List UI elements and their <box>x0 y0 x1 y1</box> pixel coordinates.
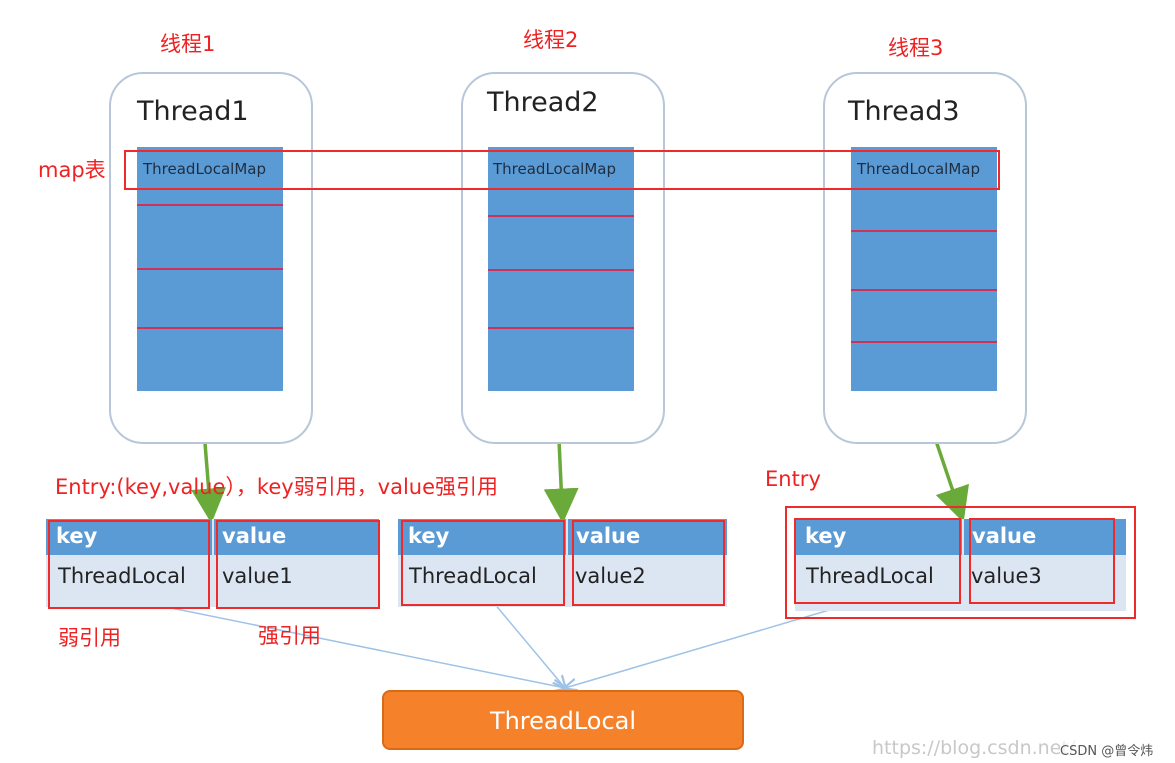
thread1-map-divider <box>137 204 283 206</box>
thread3-map-divider <box>851 230 997 232</box>
value-highlight-1 <box>216 520 380 609</box>
thread3-map-column <box>851 147 997 391</box>
thread2-map-divider <box>488 327 634 329</box>
entry-table-1-key-header: key <box>46 519 212 555</box>
thread2-map-divider <box>488 215 634 217</box>
threadlocal-box: ThreadLocal <box>382 690 744 750</box>
thread3-cn-label: 线程3 <box>888 36 944 60</box>
entry-table-3-value: value3 <box>971 564 1042 588</box>
map-table-label: map表 <box>38 158 106 182</box>
thread1-map-divider <box>137 327 283 329</box>
entry-table-2-value: value2 <box>575 564 646 588</box>
strong-ref-label: 强引用 <box>258 624 321 648</box>
thread3-map-divider <box>851 289 997 291</box>
value-highlight-3 <box>969 518 1115 604</box>
thread1-map-label: ThreadLocalMap <box>143 160 266 178</box>
entry-table-2-key: ThreadLocal <box>409 564 537 588</box>
thread3-map-label: ThreadLocalMap <box>857 160 980 178</box>
thread1-cn-label: 线程1 <box>160 32 216 56</box>
entry-highlight <box>785 506 1136 619</box>
thread2-title: Thread2 <box>487 87 599 118</box>
entry-table-2-key-header: key <box>398 519 566 555</box>
map-row-highlight <box>124 150 1000 190</box>
watermark-url: https://blog.csdn.net/ <box>872 737 1076 759</box>
key-highlight-2 <box>401 520 565 606</box>
key-header-text: key <box>408 524 450 548</box>
entry-table-3-value-header: value <box>964 519 1126 555</box>
weak-ref-label: 弱引用 <box>58 626 121 650</box>
value-highlight-2 <box>572 520 725 606</box>
thread2-map-divider <box>488 269 634 271</box>
thread2-cn-label: 线程2 <box>523 28 579 52</box>
weak-ref-line-3 <box>565 597 871 688</box>
entry-table-1-key: ThreadLocal <box>58 564 186 588</box>
entry-description: Entry:(key,value），key弱引用，value强引用 <box>55 475 499 499</box>
key-header-text: key <box>56 524 98 548</box>
weak-ref-line-1 <box>121 597 565 688</box>
value-header-text: value <box>222 524 287 548</box>
entry-table-2-value-header: value <box>568 519 727 555</box>
key-highlight-1 <box>48 520 210 609</box>
entry-label: Entry <box>765 467 821 491</box>
thread1-map-divider <box>137 268 283 270</box>
value-header-text: value <box>576 524 641 548</box>
thread2-map-label: ThreadLocalMap <box>493 160 616 178</box>
thread3-title: Thread3 <box>848 96 960 127</box>
entry-table-3-key-header: key <box>795 519 962 555</box>
entry-table-3-key: ThreadLocal <box>806 564 934 588</box>
thread3-map-divider <box>851 341 997 343</box>
csdn-credit: CSDN @曾令炜 <box>1060 740 1154 759</box>
entry-table-1-value-header: value <box>214 519 379 555</box>
value-header-text: value <box>972 524 1037 548</box>
key-highlight-3 <box>794 518 961 604</box>
entry-table-1-value: value1 <box>222 564 293 588</box>
key-header-text: key <box>805 524 847 548</box>
thread1-title: Thread1 <box>137 96 249 127</box>
